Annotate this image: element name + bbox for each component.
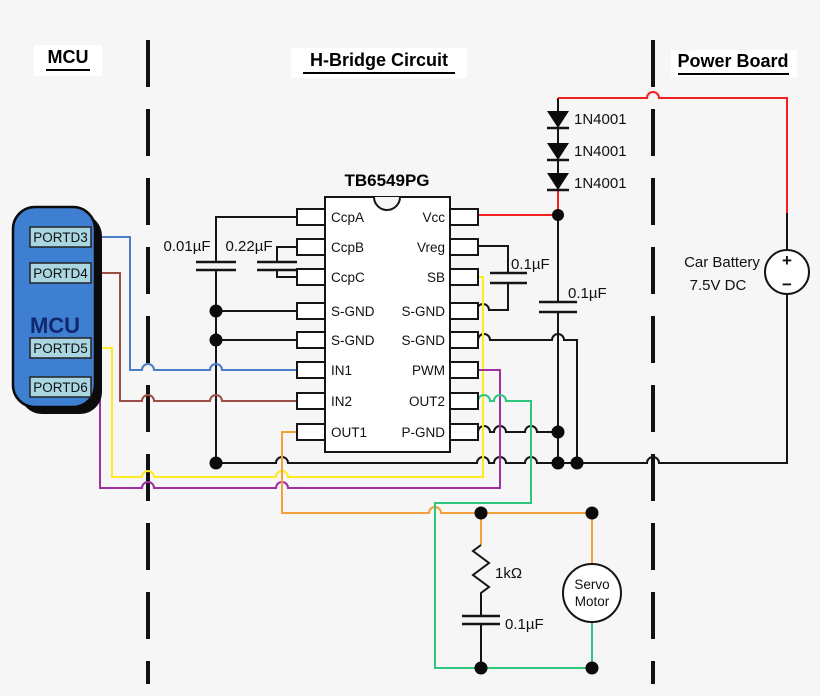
pin-out1 — [296, 423, 326, 441]
capacitor-vreg-plates — [490, 271, 527, 285]
chip-body — [324, 196, 451, 453]
capacitor-vreg-label: 0.1µF — [511, 256, 550, 273]
pin-label-in2: IN2 — [331, 394, 352, 409]
diode-label-2: 1N4001 — [574, 143, 627, 160]
resistor-label: 1kΩ — [495, 565, 522, 582]
port-label-portd5: PORTD5 — [33, 341, 88, 356]
pin-vcc — [449, 208, 479, 226]
port-label-portd4: PORTD4 — [33, 266, 88, 281]
pin-label-out1: OUT1 — [331, 425, 367, 440]
pin-ccpb — [296, 238, 326, 256]
wire-portd4-in2-maroon — [91, 272, 297, 402]
port-label-portd6: PORTD6 — [33, 380, 88, 395]
wire-sgnd-right-2 — [477, 333, 578, 463]
power-section-title: Power Board — [677, 51, 788, 71]
wire-power-red-rail — [558, 91, 788, 213]
pin-label-ccpb: CcpB — [331, 240, 364, 255]
servo-label-1: Servo — [574, 577, 609, 592]
wire-portd3-in1-blue — [91, 236, 297, 371]
wire-pgnd — [477, 425, 558, 433]
pin-label-sgnd-r2: S-GND — [402, 333, 446, 348]
diode-label-1: 1N4001 — [574, 111, 627, 128]
capacitor-vcc-plates — [539, 300, 577, 314]
pin-sb — [449, 268, 479, 286]
pin-label-sb: SB — [427, 270, 445, 285]
pin-sgnd-r1 — [449, 302, 479, 320]
chip-name: TB6549PG — [344, 171, 429, 190]
pin-label-sgnd-l1: S-GND — [331, 304, 375, 319]
chip-notch-fill — [374, 197, 400, 210]
pin-label-in1: IN1 — [331, 363, 352, 378]
wire-out2-green — [434, 394, 592, 669]
pin-ccpc — [296, 268, 326, 286]
diode-1n4001-3 — [547, 173, 569, 192]
pin-label-ccpa: CcpA — [331, 210, 364, 225]
battery-minus: − — [782, 275, 792, 294]
pin-label-vcc: Vcc — [422, 210, 445, 225]
wire-portd5-sb-yellow — [91, 276, 484, 478]
wire-ccpb — [276, 246, 297, 262]
capacitor-001uF-plates — [196, 260, 236, 272]
pin-label-out2: OUT2 — [409, 394, 445, 409]
pin-label-vreg: Vreg — [417, 240, 445, 255]
power-title-bg — [671, 50, 797, 77]
capacitor-022uF-plates — [257, 260, 297, 272]
wire-portd6-pwm-purple — [91, 369, 501, 489]
pin-pgnd — [449, 423, 479, 441]
battery-plus: + — [782, 251, 792, 270]
pin-sgnd-l2 — [296, 331, 326, 349]
diode-label-3: 1N4001 — [574, 175, 627, 192]
servo-motor-symbol — [562, 563, 622, 623]
pin-label-ccpc: CcpC — [331, 270, 365, 285]
pin-in2 — [296, 392, 326, 410]
port-box-portd3 — [29, 226, 92, 248]
battery-symbol — [764, 249, 810, 295]
wire-ccpa — [215, 216, 297, 262]
pin-ccpa — [296, 208, 326, 226]
pin-label-sgnd-r1: S-GND — [402, 304, 446, 319]
capacitor-snubber-plates — [462, 614, 500, 626]
wire-vcc-red — [478, 190, 559, 216]
resistor-1k-zigzag — [471, 544, 491, 616]
pin-in1 — [296, 361, 326, 379]
servo-label-2: Motor — [575, 594, 610, 609]
capacitor-snubber-label: 0.1µF — [505, 616, 544, 633]
junction-dots — [209, 209, 599, 675]
pin-label-pgnd: P-GND — [402, 425, 446, 440]
mcu-section-title: MCU — [48, 47, 89, 67]
chip-notch — [373, 196, 401, 211]
wire-vreg — [478, 245, 509, 273]
port-box-portd4 — [29, 262, 92, 284]
battery-name: Car Battery — [684, 254, 760, 271]
diode-1n4001-1 — [547, 111, 569, 130]
wire-ccpc — [276, 270, 297, 278]
hbridge-section-title: H-Bridge Circuit — [310, 50, 448, 70]
pin-sgnd-r2 — [449, 331, 479, 349]
pin-sgnd-l1 — [296, 302, 326, 320]
port-box-portd6 — [29, 376, 92, 398]
pin-label-sgnd-l2: S-GND — [331, 333, 375, 348]
mcu-block-label: MCU — [30, 313, 80, 338]
pin-label-pwm: PWM — [412, 363, 445, 378]
pin-out2 — [449, 392, 479, 410]
pin-vreg — [449, 238, 479, 256]
wire-sgnd-right-1 — [475, 283, 509, 311]
port-box-portd5 — [29, 337, 92, 359]
diode-1n4001-2 — [547, 143, 569, 162]
port-label-portd3: PORTD3 — [33, 230, 88, 245]
wire-out1-orange — [281, 431, 592, 514]
capacitor-001uF-label: 0.01µF — [164, 238, 211, 255]
battery-voltage: 7.5V DC — [690, 277, 747, 294]
capacitor-022uF-label: 0.22µF — [226, 238, 273, 255]
capacitor-vcc-label: 0.1µF — [568, 285, 607, 302]
pin-pwm — [449, 361, 479, 379]
